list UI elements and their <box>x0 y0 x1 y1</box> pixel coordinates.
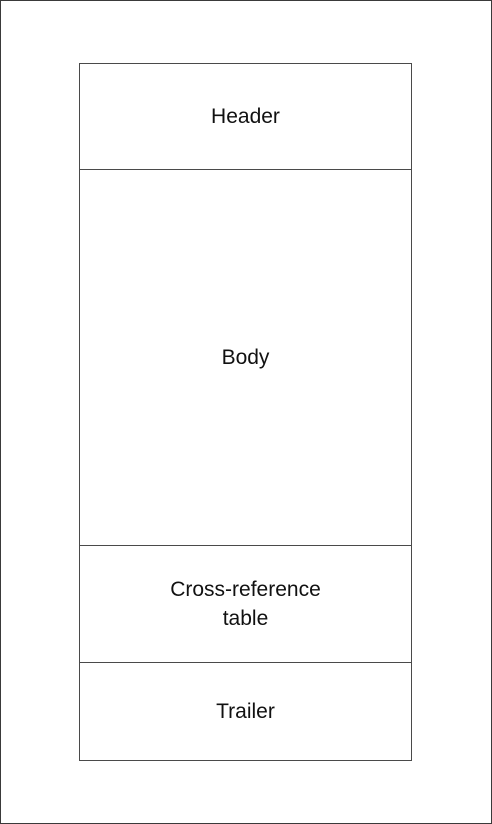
header-section: Header <box>80 64 411 170</box>
cross-reference-table-label: Cross-reference table <box>170 578 321 630</box>
body-label: Body <box>221 346 270 369</box>
trailer-section: Trailer <box>80 663 411 760</box>
trailer-label: Trailer <box>216 700 275 723</box>
header-label: Header <box>211 105 280 128</box>
body-section: Body <box>80 170 411 546</box>
cross-reference-table-section: Cross-reference table <box>80 546 411 663</box>
file-structure-diagram: Header Body Cross-reference table Traile… <box>79 63 412 761</box>
